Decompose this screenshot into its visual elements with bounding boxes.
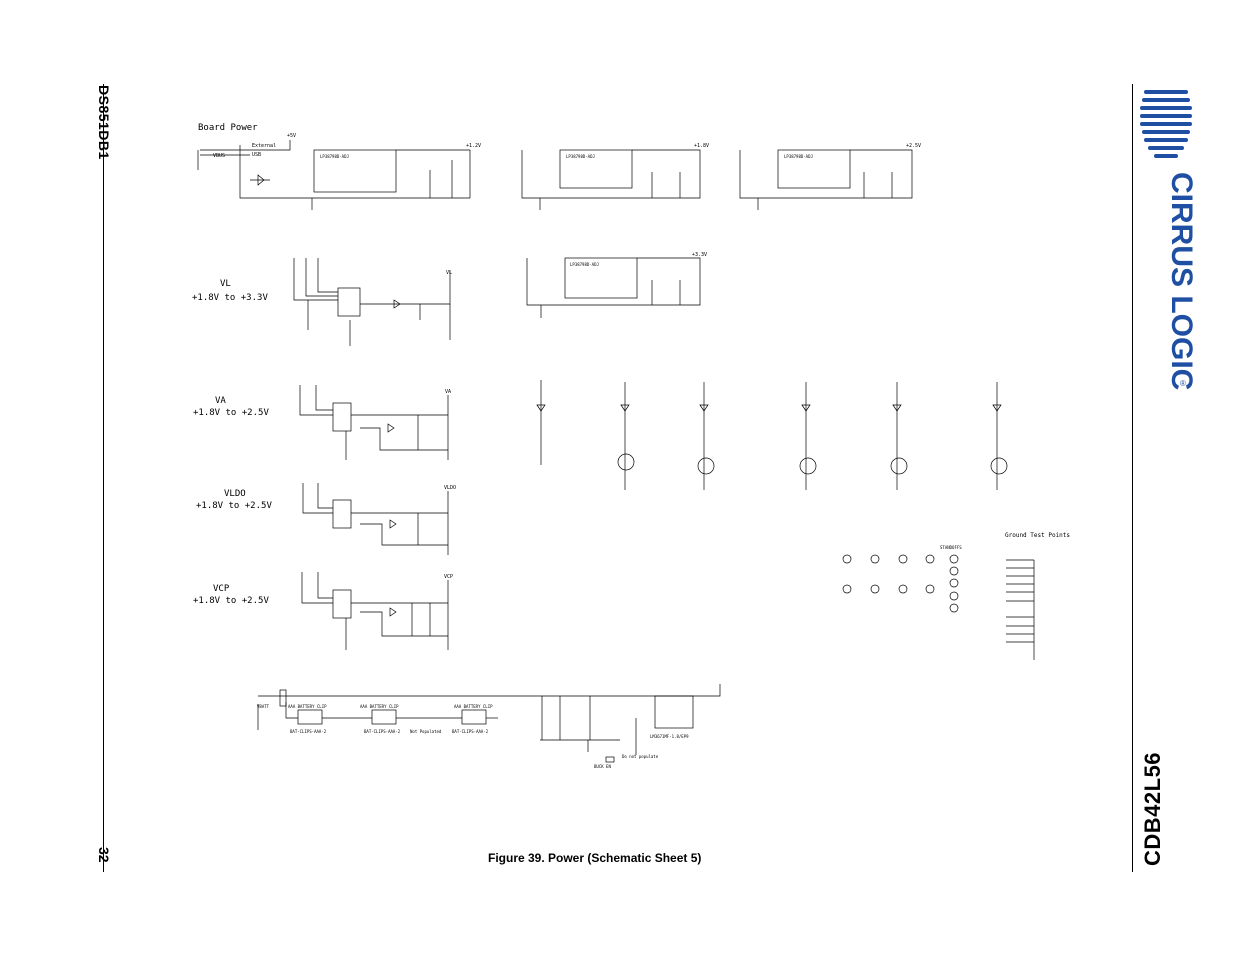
battery-clip-bt1 [297, 709, 323, 725]
vldo-name: VLDO [224, 489, 246, 499]
figure-caption: Figure 39. Power (Schematic Sheet 5) [488, 851, 702, 865]
battery-clip-bt2 [371, 709, 397, 725]
standoff-holes [842, 554, 959, 613]
zener-z2 [387, 423, 395, 433]
led-indicators [536, 380, 1008, 490]
regulator-part-2v5: LP38798D-ADJ [784, 154, 813, 159]
battery-holder-2: BAT-CLIPS-AAA-2 [364, 729, 401, 734]
zener-z1 [393, 299, 401, 309]
brand-wordmark: CIRRUS LOGIC [1165, 172, 1196, 390]
brand-logo: CIRRUS LOGIC ® [1136, 80, 1198, 400]
vbatt-label: VBATT [257, 704, 270, 709]
external-label: External [252, 143, 276, 149]
vcp-name: VCP [213, 584, 230, 594]
battery-clip-3: AAA BATTERY CLIP [454, 704, 493, 709]
battery-clip-1: AAA BATTERY CLIP [288, 704, 327, 709]
vcp-range: +1.8V to +2.5V [193, 596, 269, 606]
zener-z4 [389, 607, 397, 617]
regulator-2v5 [777, 149, 851, 189]
regulator-part-3v3: LP38798D-ADJ [570, 262, 599, 267]
battery-holder-3: BAT-CLIPS-AAA-2 [452, 729, 489, 734]
diode-d1 [257, 174, 265, 186]
buck-part: LM3671MF-1.8/EP9 [650, 734, 689, 739]
regulator-part-1v8: LP38798D-ADJ [566, 154, 595, 159]
va-range: +1.8V to +2.5V [193, 408, 269, 418]
registered-mark: ® [1180, 379, 1186, 388]
net-3v3: +3.3V [692, 252, 707, 258]
net-va: VA [445, 389, 451, 395]
net-1v2: +1.2V [466, 143, 481, 149]
net-2v5: +2.5V [906, 143, 921, 149]
battery-clip-2: AAA BATTERY CLIP [360, 704, 399, 709]
buck-en-label: BUCK EN [594, 764, 611, 769]
va-name: VA [215, 396, 226, 406]
net-vl: VL [446, 270, 452, 276]
jumper-j34 [332, 589, 352, 619]
jumper-j33 [332, 499, 352, 529]
net-5v: +5V [287, 133, 296, 139]
battery-clip-bt3 [461, 709, 487, 725]
jumper-j32 [332, 402, 352, 432]
usb-label: USB [252, 152, 261, 158]
net-1v8: +1.8V [694, 143, 709, 149]
vldo-range: +1.8V to +2.5V [196, 501, 272, 511]
zener-z3 [389, 519, 397, 529]
jumper-buck-en [605, 756, 615, 763]
regulator-3v3 [564, 257, 638, 299]
ground-test-points-title: Ground Test Points [1005, 532, 1070, 539]
not-populated-label: Not Populated [410, 729, 442, 734]
logo-graphic: CIRRUS LOGIC ® [1140, 90, 1198, 390]
buck-u4 [654, 695, 694, 729]
standoffs-label: STANDOFFS [940, 545, 962, 550]
do-not-populate-label: Do not populate [622, 754, 659, 759]
net-vcp: VCP [444, 574, 453, 580]
battery-holder-1: BAT-CLIPS-AAA-2 [290, 729, 327, 734]
right-margin-rule [1132, 84, 1133, 872]
regulator-part: LP38798D-ADJ [320, 154, 349, 159]
vbus-label: VBUS [213, 153, 225, 159]
jumper-j31 [337, 287, 361, 317]
ground-test-points [1006, 559, 1035, 660]
net-vldo: VLDO [444, 485, 456, 491]
regulator-1v8 [559, 149, 633, 189]
vl-name: VL [220, 279, 231, 289]
regulator-u1 [313, 149, 397, 193]
vl-range: +1.8V to +3.3V [192, 293, 268, 303]
board-power-title: Board Power [198, 123, 258, 133]
left-margin-rule [103, 84, 104, 872]
connector-j5 [279, 689, 287, 707]
